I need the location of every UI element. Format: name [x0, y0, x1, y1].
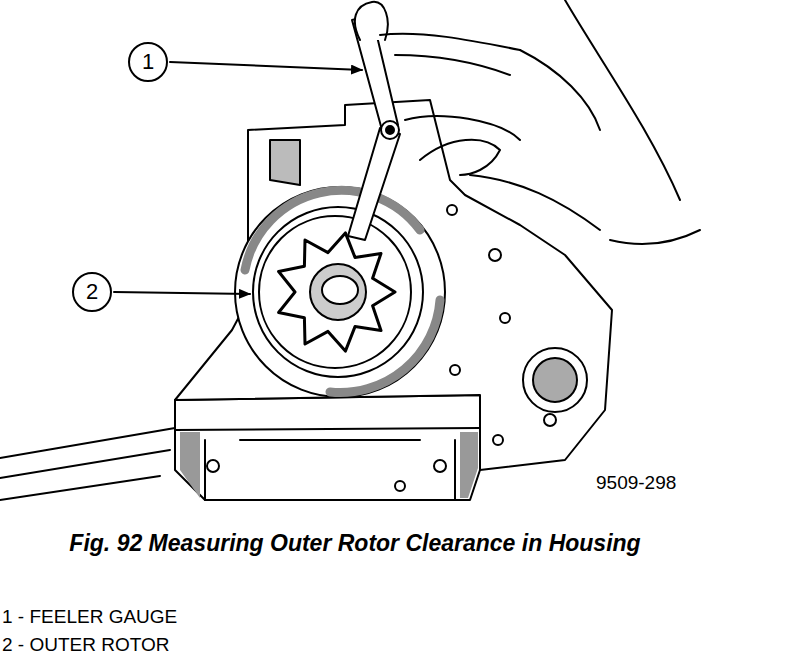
- legend-line: 2 - OUTER ROTOR: [2, 634, 170, 656]
- pump-housing: [175, 100, 612, 470]
- figure-caption: Fig. 92 Measuring Outer Rotor Clearance …: [45, 527, 665, 560]
- callout-circle: 1: [128, 42, 168, 82]
- outer-rotor: [259, 216, 411, 368]
- callout-number: 2: [86, 281, 98, 303]
- figure-number: 9509-298: [596, 472, 676, 494]
- leader-line: [114, 292, 250, 294]
- rotor-lobes: [279, 233, 395, 351]
- callout-number: 1: [142, 51, 154, 73]
- callout-circle: 2: [72, 272, 112, 312]
- lower-block: [175, 395, 480, 500]
- leader-line: [170, 62, 362, 70]
- block-edges: [175, 428, 480, 500]
- legend-line: 1 - FEELER GAUGE: [2, 606, 177, 628]
- rail-lines: [0, 428, 175, 500]
